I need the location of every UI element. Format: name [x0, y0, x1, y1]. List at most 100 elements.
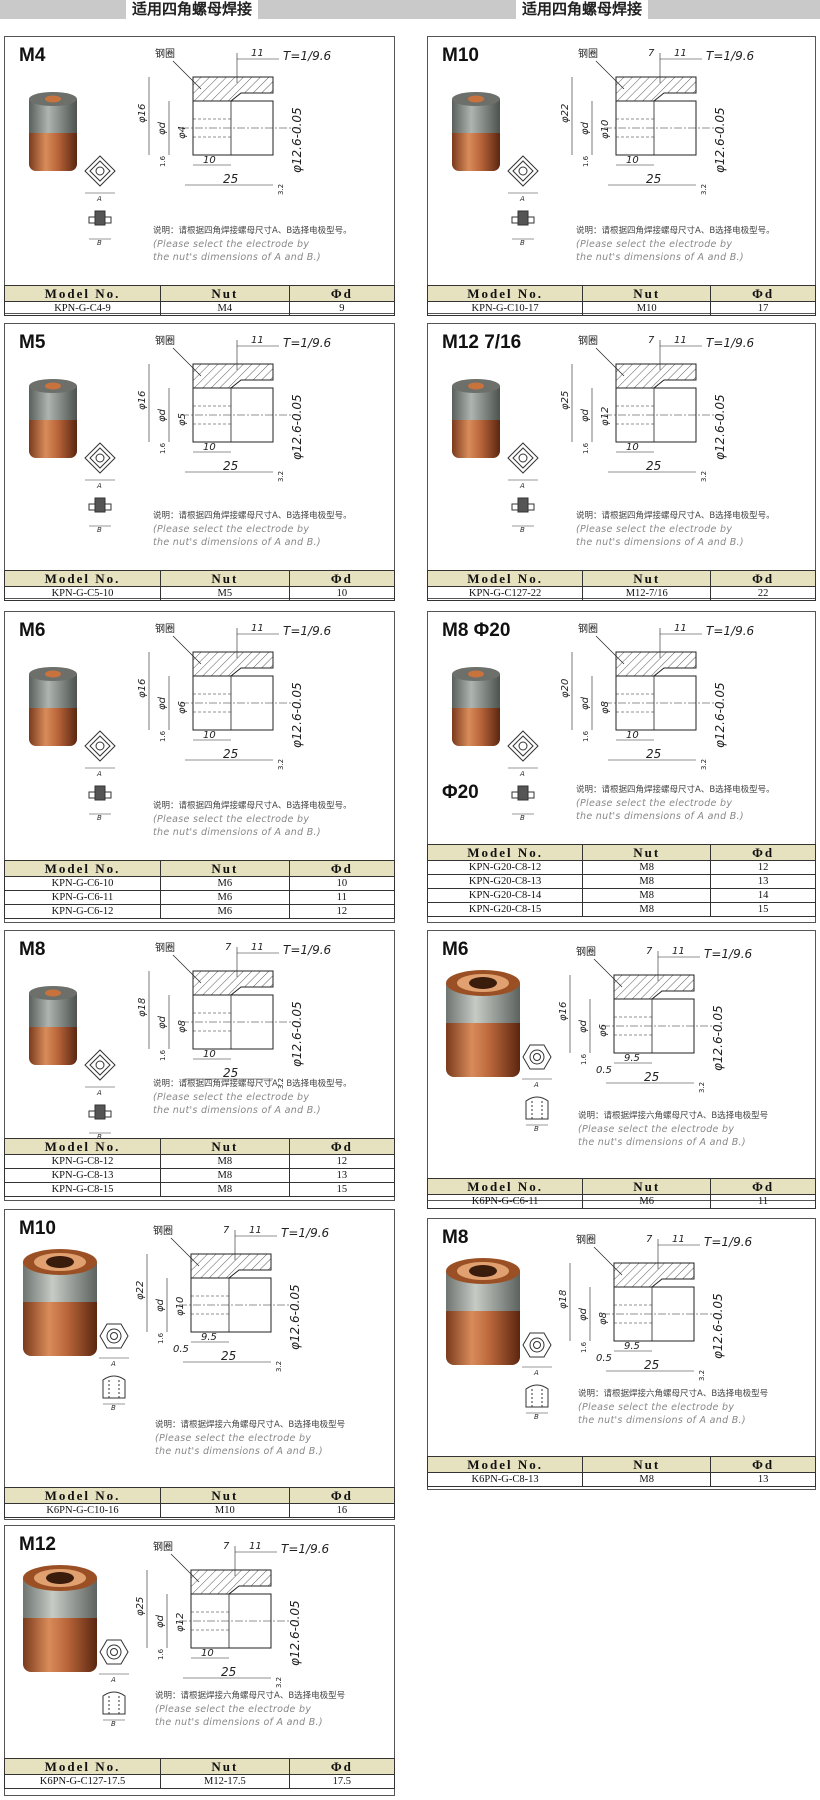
svg-text:3.2: 3.2	[275, 1361, 283, 1372]
selection-note: 说明：请根据四角焊接螺母尺寸A、B选择电极型号。 (Please select …	[153, 800, 352, 839]
svg-text:B: B	[520, 239, 525, 245]
note-cn: 说明：请根据四角焊接螺母尺寸A、B选择电极型号。	[576, 785, 775, 795]
svg-text:φ8: φ8	[598, 1312, 609, 1325]
col-phi-header: Φd	[288, 860, 396, 877]
phi-d: 15	[288, 1182, 396, 1197]
svg-text:7: 7	[648, 335, 655, 346]
svg-text:10: 10	[203, 155, 216, 166]
electrode-photo	[446, 662, 506, 756]
svg-text:φd: φd	[157, 408, 168, 422]
nut-size-label: M8 Φ20	[442, 620, 511, 641]
col-phi-header: Φd	[710, 844, 816, 861]
svg-text:1.6: 1.6	[159, 155, 167, 167]
note-en-line1: (Please select the electrode by	[153, 814, 310, 825]
spec-table: Model No. Nut Φd K6PN-G-C6-11 M6 11	[426, 1178, 816, 1209]
svg-text:7: 7	[646, 1234, 653, 1245]
nut-diagram: A B	[85, 1634, 143, 1730]
svg-text:25: 25	[223, 172, 238, 186]
phi-d: 10	[288, 876, 396, 891]
electrode-photo	[438, 1243, 528, 1377]
header-title-left: 适用四角螺母焊接	[126, 0, 259, 19]
svg-text:10: 10	[203, 730, 216, 741]
svg-text:钢圈: 钢圈	[155, 334, 175, 347]
svg-text:A: A	[110, 1360, 116, 1368]
svg-text:B: B	[534, 1125, 539, 1131]
note-cn: 说明：请根据焊接六角螺母尺寸A、B选择电极型号	[155, 1691, 346, 1701]
nut-size-label: M6	[19, 620, 46, 641]
svg-text:11: 11	[674, 335, 687, 346]
spec-table: Model No. Nut Φd KPN-G-C10-17 M10 17	[426, 285, 816, 316]
spec-table: Model No. Nut Φd KPN-G-C127-22 M12-7/16 …	[426, 570, 816, 601]
svg-text:11: 11	[251, 942, 264, 953]
nut-size: M8	[582, 888, 712, 903]
svg-text:25: 25	[646, 172, 661, 186]
technical-drawing: 钢圈 7 11 T=1/9.6 φ22 φd φ10 φ12.6-0.05 10…	[556, 43, 786, 207]
svg-text:φ12: φ12	[175, 1613, 186, 1632]
col-nut-header: Nut	[160, 860, 290, 877]
spec-table: Model No. Nut Φd K6PN-G-C8-13 M8 13	[426, 1456, 816, 1487]
col-nut-header: Nut	[582, 844, 712, 861]
selection-note: 说明：请根据焊接六角螺母尺寸A、B选择电极型号 (Please select t…	[578, 1110, 768, 1149]
phi-d: 17.5	[288, 1774, 396, 1789]
svg-text:钢圈: 钢圈	[155, 941, 175, 954]
technical-drawing: 钢圈 7 11 T=1/9.6 φ16 φd φ6 φ12.6-0.05 9.5…	[554, 941, 784, 1105]
svg-text:1.6: 1.6	[159, 442, 167, 454]
spec-table: Model No. Nut Φd KPN-G-C6-10 M6 10 KPN-G…	[4, 860, 396, 919]
col-phi-header: Φd	[288, 1487, 396, 1504]
phi-d: 12	[288, 904, 396, 919]
col-model-header: Model No.	[4, 1487, 161, 1504]
svg-text:φ22: φ22	[560, 104, 571, 123]
nut-size-label: M8	[19, 939, 46, 960]
svg-text:3.2: 3.2	[277, 1078, 285, 1089]
svg-text:T=1/9.6: T=1/9.6	[281, 1542, 330, 1556]
col-nut-header: Nut	[582, 1456, 712, 1473]
svg-text:10: 10	[203, 1049, 216, 1060]
phi-d: 11	[288, 890, 396, 905]
svg-text:1.6: 1.6	[582, 442, 590, 454]
col-nut-header: Nut	[160, 1487, 290, 1504]
table-row: KPN-G20-C8-15 M8 15	[426, 902, 816, 917]
model-number: KPN-G-C6-10	[4, 876, 161, 891]
note-en-line2: the nut's dimensions of A and B.)	[153, 252, 321, 263]
svg-text:φd: φd	[155, 1614, 166, 1628]
svg-text:φ4: φ4	[177, 126, 188, 139]
phi-d: 10	[288, 586, 396, 601]
svg-text:φd: φd	[580, 408, 591, 422]
table-header-row: Model No. Nut Φd	[426, 844, 816, 861]
svg-text:钢圈: 钢圈	[578, 47, 598, 60]
nut-size-label: M10	[19, 1218, 56, 1239]
electrode-card: M12 7/16 A B 钢圈 7 11 T=1/9.6	[426, 323, 816, 601]
svg-text:B: B	[97, 814, 102, 820]
svg-text:φ8: φ8	[600, 701, 611, 714]
phi-d: 12	[710, 860, 816, 875]
nut-size: M8	[160, 1168, 290, 1183]
table-header-row: Model No. Nut Φd	[4, 570, 396, 587]
table-row: KPN-G-C127-22 M12-7/16 22	[426, 586, 816, 601]
note-cn: 说明：请根据焊接六角螺母尺寸A、B选择电极型号	[155, 1420, 346, 1430]
svg-text:φ12.6-0.05: φ12.6-0.05	[713, 107, 727, 173]
svg-text:7: 7	[223, 1541, 230, 1552]
phi-d: 15	[710, 902, 816, 917]
selection-note: 说明：请根据四角焊接螺母尺寸A、B选择电极型号。 (Please select …	[576, 510, 775, 549]
selection-note: 说明：请根据四角焊接螺母尺寸A、B选择电极型号。 (Please select …	[153, 510, 352, 549]
svg-text:φ16: φ16	[137, 391, 148, 410]
svg-text:1.6: 1.6	[157, 1648, 165, 1660]
table-row: KPN-G-C10-17 M10 17	[426, 301, 816, 316]
svg-text:3.2: 3.2	[698, 1370, 706, 1381]
svg-text:φ12.6-0.05: φ12.6-0.05	[290, 107, 304, 173]
technical-drawing: 钢圈 11 T=1/9.6 φ16 φd φ6 φ12.6-0.05 10 25…	[133, 618, 363, 782]
nut-size: M10	[582, 301, 712, 316]
electrode-card: M10 A B 钢圈 7 11 T=1/9.6	[4, 1209, 396, 1520]
svg-text:A: A	[519, 770, 525, 778]
electrode-photo	[438, 955, 528, 1089]
table-row: K6PN-G-C127-17.5 M12-17.5 17.5	[4, 1774, 396, 1789]
svg-text:φ6: φ6	[598, 1024, 609, 1037]
technical-drawing: 钢圈 7 11 T=1/9.6 φ18 φd φ8 φ12.6-0.05 10 …	[133, 937, 363, 1101]
svg-text:T=1/9.6: T=1/9.6	[706, 49, 755, 63]
svg-text:10: 10	[626, 442, 639, 453]
note-en-line1: (Please select the electrode by	[153, 524, 310, 535]
svg-text:钢圈: 钢圈	[153, 1224, 173, 1237]
selection-note: 说明：请根据四角焊接螺母尺寸A、B选择电极型号。 (Please select …	[153, 225, 352, 264]
col-phi-header: Φd	[288, 1758, 396, 1775]
electrode-card: M4 A B 钢圈 11 T=1/9.6	[4, 36, 396, 316]
